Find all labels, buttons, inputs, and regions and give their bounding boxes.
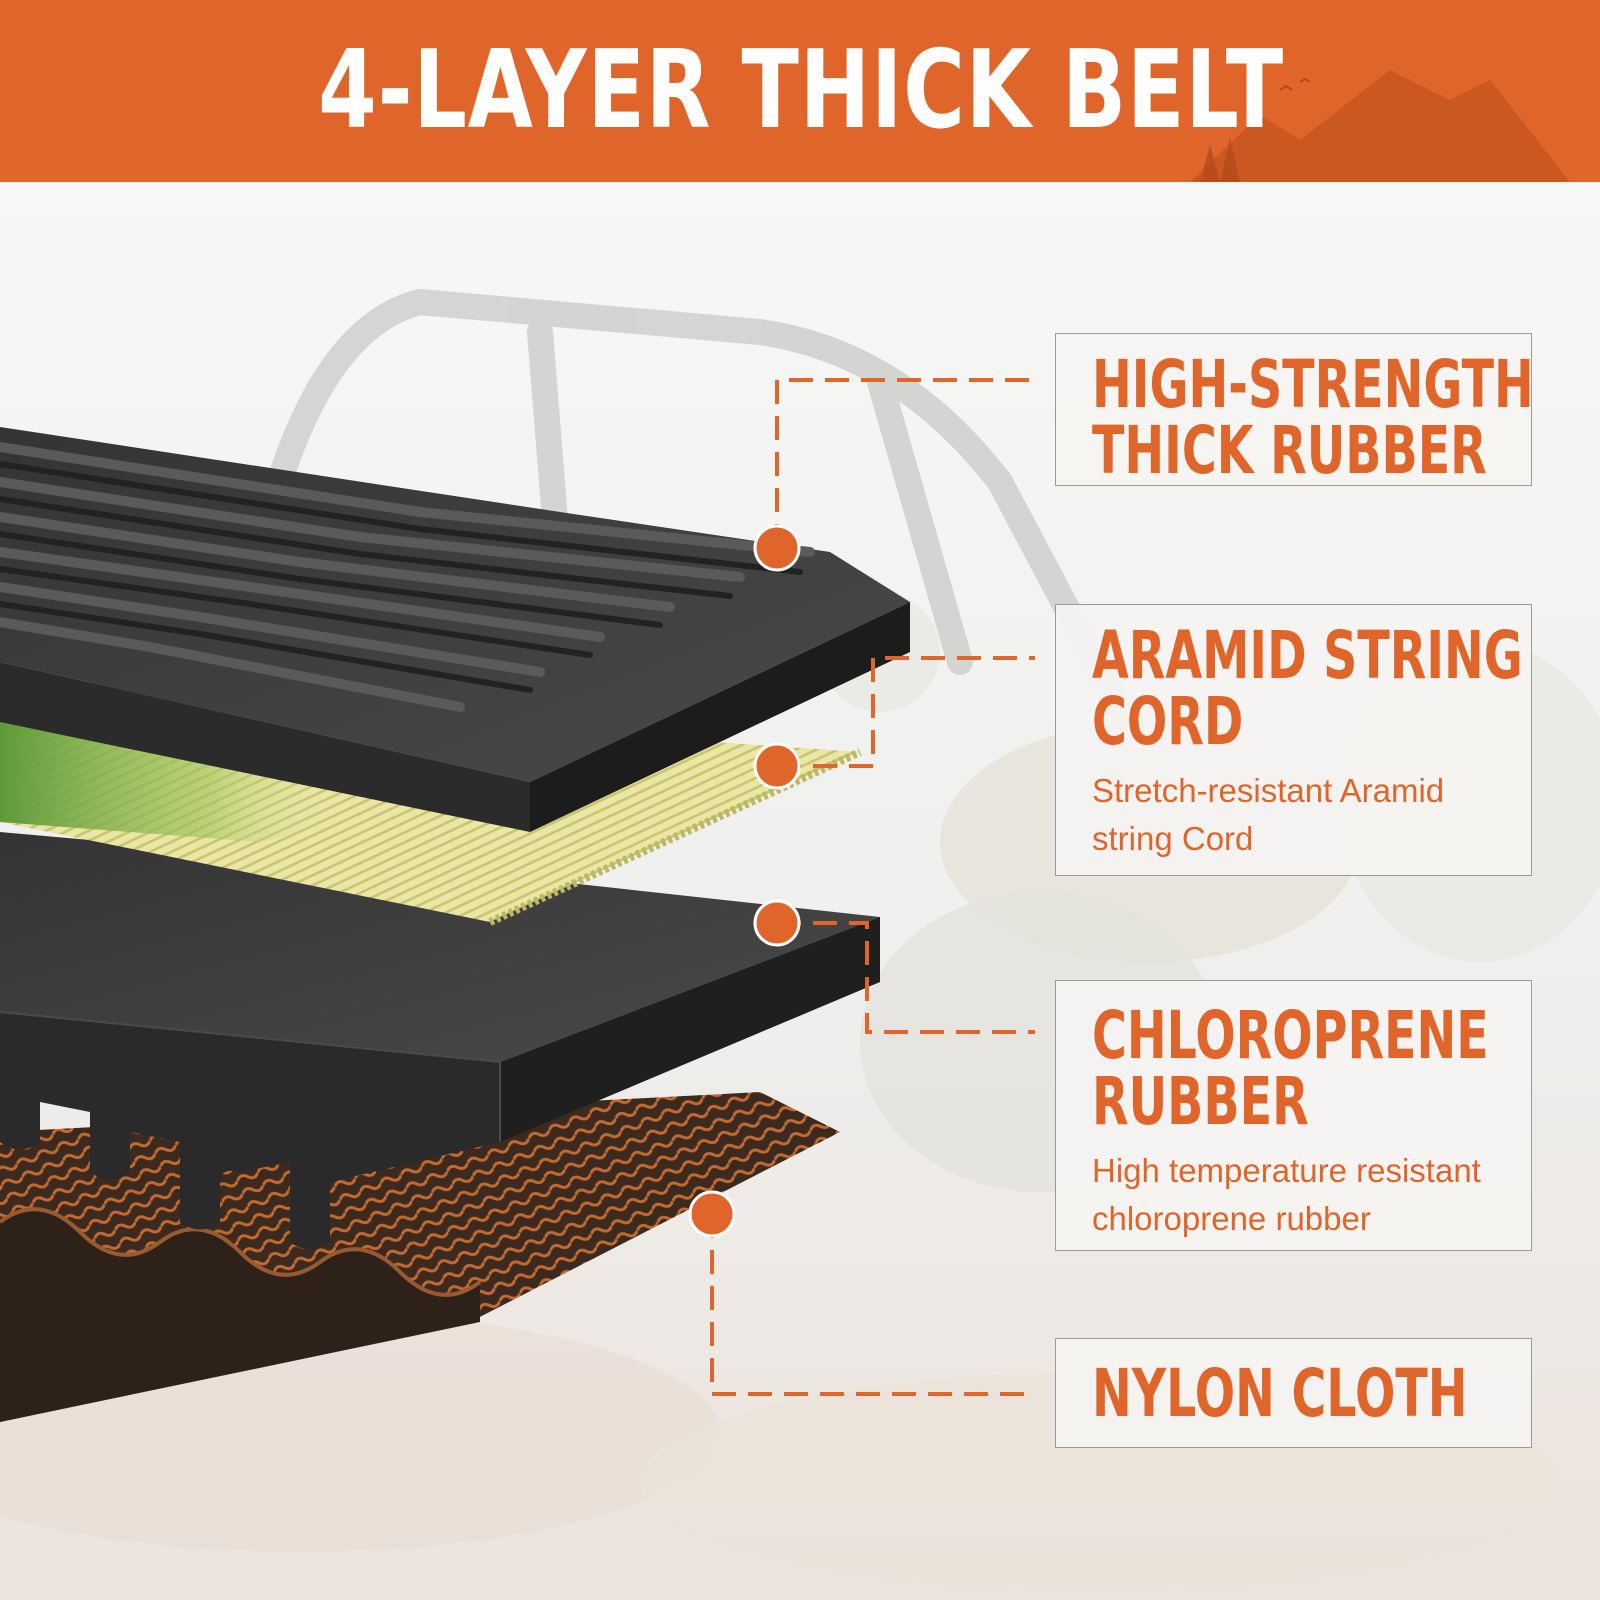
label-title-line1: ARAMID STRING (1092, 617, 1523, 694)
label-description-line2: string Cord (1092, 820, 1254, 857)
label-nylon-cloth: NYLON CLOTH (1055, 1338, 1532, 1448)
mountain-icon (1190, 70, 1570, 182)
label-description-line1: High temperature resistant (1092, 1152, 1481, 1189)
label-description-line2: chloroprene rubber (1092, 1200, 1371, 1237)
label-high-strength-rubber: HIGH-STRENGTH THICK RUBBER (1055, 333, 1534, 489)
header-banner: 4-LAYER THICK BELT (0, 0, 1600, 182)
callout-dot-rubber (753, 524, 801, 572)
label-description-line1: Stretch-resistant Aramid (1092, 772, 1445, 809)
callout-dot-nylon (688, 1190, 736, 1238)
label-description: High temperature resistant chloroprene r… (1092, 1147, 1511, 1243)
thick-rubber-layer (0, 427, 910, 832)
label-description: Stretch-resistant Aramid string Cord (1092, 767, 1511, 863)
callout-dot-chloroprene (753, 899, 801, 947)
label-title-line1: NYLON CLOTH (1092, 1355, 1468, 1432)
chloroprene-rubber-layer (0, 832, 880, 1250)
callout-dot-aramid (753, 742, 801, 790)
belt-layers-illustration (0, 427, 910, 1422)
label-title-line1: CHLOROPRENE (1092, 997, 1489, 1074)
label-title-line2: THICK RUBBER (1092, 412, 1487, 489)
label-title-line2: RUBBER (1092, 1063, 1309, 1140)
label-title-line2: CORD (1092, 683, 1244, 760)
page-title: 4-LAYER THICK BELT (318, 28, 1285, 153)
label-title-line1: HIGH-STRENGTH (1092, 346, 1534, 423)
label-aramid-string-cord: ARAMID STRING CORD Stretch-resistant Ara… (1055, 604, 1532, 876)
label-chloroprene-rubber: CHLOROPRENE RUBBER High temperature resi… (1055, 980, 1532, 1251)
